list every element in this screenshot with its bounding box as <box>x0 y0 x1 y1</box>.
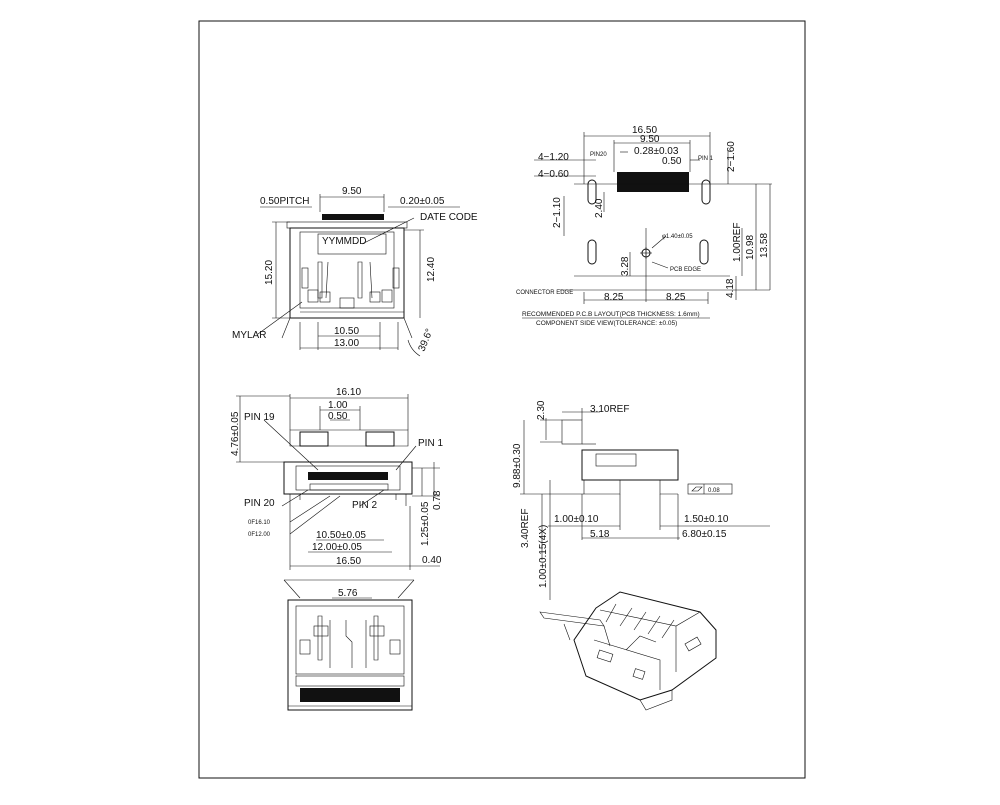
dim-16-50: 16.50 <box>632 125 657 136</box>
pin20-label: PIN 20 <box>244 498 275 509</box>
dim-6-80: 6.80±0.15 <box>682 529 727 540</box>
side-view: 2.30 3.10REF 9.88±0.30 0.08 3.40REF 1.00… <box>512 400 770 600</box>
dim-9-50: 9.50 <box>640 134 660 145</box>
dim-0-78: 0.78 <box>432 490 443 510</box>
pcb-edge-label: PCB EDGE <box>670 267 701 273</box>
dim-3-40-ref: 3.40REF <box>520 509 531 548</box>
isometric-view <box>539 591 717 711</box>
dim-13-00: 13.00 <box>334 338 359 349</box>
dim-4-1-20: 4−1.20 <box>538 152 569 163</box>
dim-16-10: 16.10 <box>336 387 361 398</box>
pitch-label: 0.50PITCH <box>260 196 309 207</box>
dim-2-30: 2.30 <box>536 400 547 420</box>
dim-5-76: 5.76 <box>338 588 358 599</box>
dim-12-40: 12.40 <box>426 257 437 282</box>
dim-1-25: 1.25±0.05 <box>420 501 431 546</box>
pin2-label: PIN 2 <box>352 500 377 511</box>
dim-12-00: 12.00±0.05 <box>312 542 362 553</box>
flat-12-00: 0F12.00 <box>248 532 271 538</box>
dim-angle: 39.6° <box>417 327 436 353</box>
flatness-value: 0.08 <box>708 488 720 494</box>
dim-5-18: 5.18 <box>590 529 610 540</box>
date-code-label: DATE CODE <box>420 212 478 223</box>
dim-1-00-010: 1.00±0.10 <box>554 514 599 525</box>
dim-10-50: 10.50±0.05 <box>316 530 366 541</box>
top-view: 0.50PITCH 9.50 0.20±0.05 DATE CODE YYMMD… <box>232 186 478 357</box>
dim-10-98: 10.98 <box>745 235 756 260</box>
flat-16-10: 0F16.10 <box>248 520 271 526</box>
dim-8-25-left: 8.25 <box>604 292 624 303</box>
dim-0-50: 0.50 <box>328 411 348 422</box>
pad-row <box>617 172 689 192</box>
hole-diameter: φ1.40±0.05 <box>662 234 693 240</box>
dim-1-00-015: 1.00±0.15(4X) <box>538 525 549 588</box>
mylar-label: MYLAR <box>232 330 266 341</box>
layout-caption-2: COMPONENT SIDE VIEW(TOLERANCE: ±0.05) <box>536 320 677 327</box>
bottom-view: 5.76 <box>283 579 415 711</box>
dim-4-76: 4.76±0.05 <box>230 411 241 456</box>
pcb-layout-view: 16.50 9.50 0.28±0.03 0.50 4−1.20 4−0.60 … <box>516 125 772 327</box>
dim-2-1-10: 2−1.10 <box>552 197 563 228</box>
dim-1-00-ref: 1.00REF <box>732 223 743 262</box>
dim-4-18: 4.18 <box>725 278 736 298</box>
dim-13-58: 13.58 <box>759 233 770 258</box>
dim-pad-width: 0.28±0.03 <box>634 146 679 157</box>
dim-8-25-right: 8.25 <box>666 292 686 303</box>
dim-9-50: 9.50 <box>342 186 362 197</box>
dim-16-50: 16.50 <box>336 556 361 567</box>
dim-0-50: 0.50 <box>662 156 682 167</box>
date-marking: YYMMDD <box>322 236 366 247</box>
dim-4-0-60: 4−0.60 <box>538 169 569 180</box>
pin1-label: PIN 1 <box>698 156 714 162</box>
pin1-label: PIN 1 <box>418 438 443 449</box>
dim-3-28: 3.28 <box>620 256 631 276</box>
sheet-border <box>198 20 806 779</box>
dim-1-00: 1.00 <box>328 400 348 411</box>
dim-2-1-60: 2−1.60 <box>726 141 737 172</box>
front-view: 16.10 1.00 0.50 4.76±0.05 PIN 19 PIN 1 P… <box>230 387 443 570</box>
pin19-label: PIN 19 <box>244 412 275 423</box>
layout-caption-1: RECOMMENDED P.C.B LAYOUT(PCB THICKNESS: … <box>522 311 700 318</box>
connector-edge-label: CONNECTOR EDGE <box>516 290 573 296</box>
dim-10-50: 10.50 <box>334 326 359 337</box>
dim-pin-width: 0.20±0.05 <box>400 196 445 207</box>
dim-15-20: 15.20 <box>264 260 275 285</box>
pin20-label: PIN20 <box>590 152 607 158</box>
dim-9-88: 9.88±0.30 <box>512 443 523 488</box>
dim-1-50: 1.50±0.10 <box>684 514 729 525</box>
dim-2-40: 2.40 <box>594 198 605 218</box>
dim-0-40: 0.40 <box>422 555 442 566</box>
dim-3-10-ref: 3.10REF <box>590 404 629 415</box>
